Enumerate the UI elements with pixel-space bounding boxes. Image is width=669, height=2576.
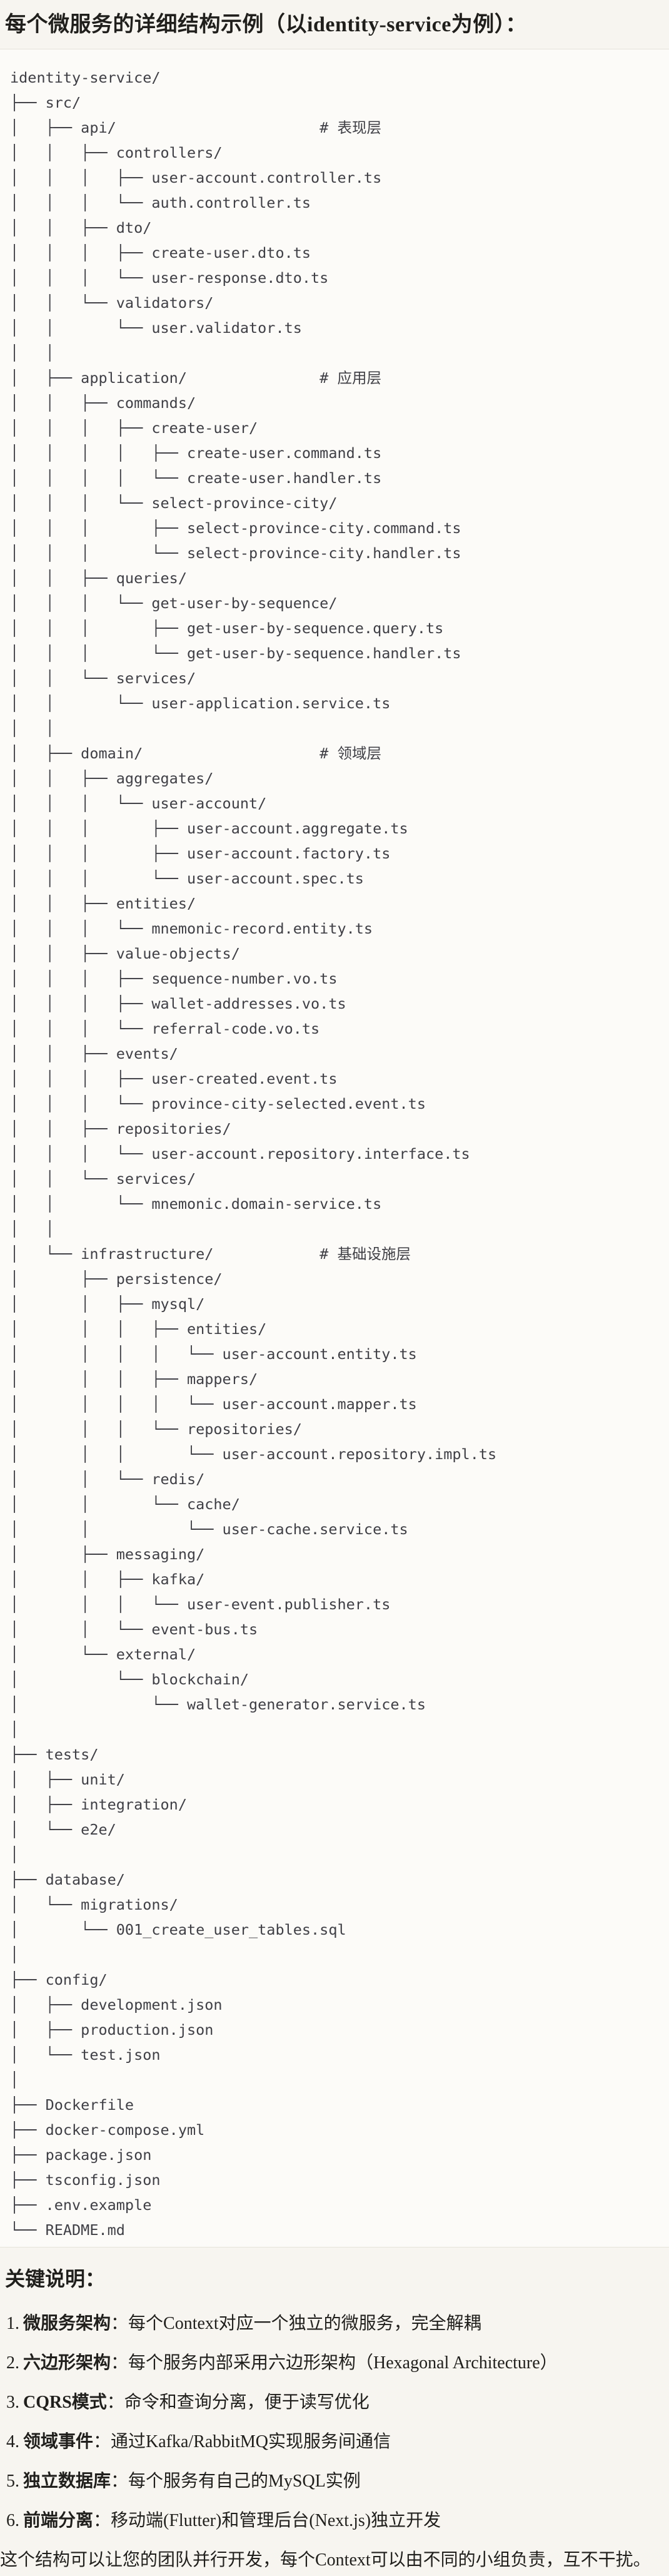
page-title: 每个微服务的详细结构示例（以identity-service为例）：	[5, 13, 527, 36]
note-description: ：每个服务有自己的MySQL实例	[111, 2472, 361, 2491]
note-term: 前端分离	[23, 2511, 94, 2530]
note-number: 5.	[6, 2472, 19, 2491]
note-term: CQRS模式	[23, 2393, 107, 2412]
note-term: 六边形架构	[23, 2353, 111, 2373]
note-number: 1.	[6, 2314, 19, 2333]
note-item-domain-events: 4.领域事件：通过Kafka/RabbitMQ实现服务间通信	[6, 2430, 664, 2455]
key-notes-section: 关键说明： 1.微服务架构：每个Context对应一个独立的微服务，完全解耦 2…	[0, 2265, 669, 2573]
note-number: 6.	[6, 2511, 19, 2530]
note-item-frontend-separation: 6.前端分离：移动端(Flutter)和管理后台(Next.js)独立开发	[6, 2508, 664, 2533]
notes-heading: 关键说明：	[5, 2268, 106, 2290]
note-number: 4.	[6, 2432, 19, 2451]
note-description: ：每个服务内部采用六边形架构（Hexagonal Architecture）	[111, 2353, 558, 2373]
note-description: ：命令和查询分离，便于读写优化	[106, 2393, 370, 2412]
note-term: 独立数据库	[23, 2472, 111, 2491]
note-description: ：移动端(Flutter)和管理后台(Next.js)独立开发	[93, 2511, 441, 2530]
note-description: ：通过Kafka/RabbitMQ实现服务间通信	[93, 2432, 391, 2451]
note-term: 领域事件	[23, 2432, 94, 2451]
note-item-microservice: 1.微服务架构：每个Context对应一个独立的微服务，完全解耦	[6, 2311, 664, 2336]
file-tree: identity-service/ ├── src/ │ ├── api/ # …	[10, 69, 497, 2239]
note-description: ：每个Context对应一个独立的微服务，完全解耦	[111, 2314, 481, 2333]
note-item-independent-db: 5.独立数据库：每个服务有自己的MySQL实例	[6, 2469, 664, 2494]
note-item-hexagonal: 2.六边形架构：每个服务内部采用六边形架构（Hexagonal Architec…	[6, 2351, 664, 2376]
closing-paragraph: 这个结构可以让您的团队并行开发，每个Context可以由不同的小组负责，互不干扰…	[0, 2550, 651, 2570]
file-tree-code-block: identity-service/ ├── src/ │ ├── api/ # …	[0, 49, 669, 2248]
note-item-cqrs: 3.CQRS模式：命令和查询分离，便于读写优化	[6, 2390, 664, 2415]
note-number: 3.	[6, 2393, 19, 2412]
note-term: 微服务架构	[23, 2314, 111, 2333]
note-number: 2.	[6, 2353, 19, 2373]
